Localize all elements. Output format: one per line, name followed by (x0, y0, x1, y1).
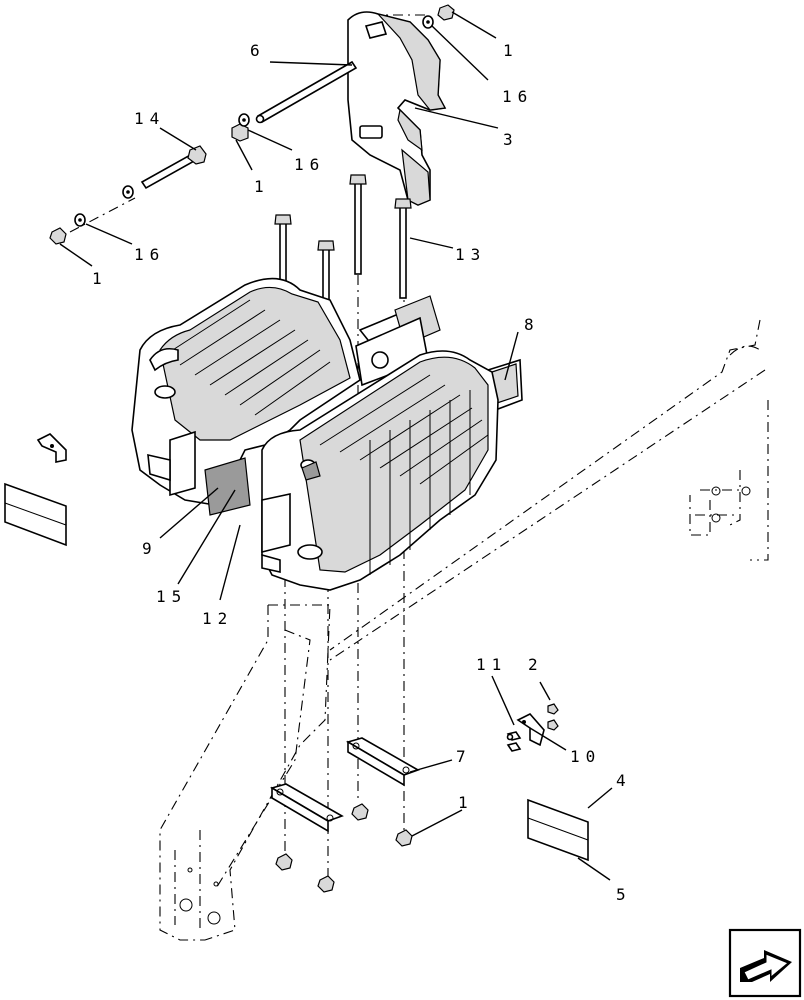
callout-1: 1 (92, 269, 108, 288)
callout-2: 2 (528, 655, 544, 674)
bottom-nuts (275, 803, 413, 893)
plates-7 (269, 737, 420, 833)
callout-5: 5 (616, 885, 632, 904)
callout-1: 1 (458, 793, 474, 812)
callout-1: 1 (254, 177, 270, 196)
decal-left (4, 482, 67, 547)
left-weight-stack (131, 277, 361, 516)
callout-3: 3 (503, 130, 519, 149)
decals-4-5 (527, 798, 589, 862)
callout-8: 8 (524, 315, 540, 334)
callout-16: 16 (134, 245, 165, 264)
callout-7: 7 (456, 747, 472, 766)
bolt-14 (49, 145, 207, 245)
callout-4: 4 (616, 771, 632, 790)
bracket-kit-10 (506, 703, 559, 752)
leader-lines (59, 11, 613, 881)
right-weight-stack (261, 350, 499, 591)
top-hardware (231, 4, 455, 142)
callout-14: 14 (134, 109, 165, 128)
callout-12: 12 (202, 609, 233, 628)
callout-13: 13 (455, 245, 486, 264)
rod-6 (255, 60, 358, 124)
small-bracket-left (36, 433, 67, 463)
weight-hanger-bracket (347, 11, 447, 206)
next-page-arrow-icon[interactable] (728, 928, 802, 998)
callout-16: 16 (502, 87, 533, 106)
callout-6: 6 (250, 41, 266, 60)
callout-15: 15 (156, 587, 187, 606)
tractor-frame-phantom (159, 319, 769, 941)
callout-16: 16 (294, 155, 325, 174)
callout-11: 11 (476, 655, 507, 674)
callout-labels: 1 16 6 3 14 16 1 16 1 13 8 9 15 12 11 2 … (92, 41, 632, 904)
callout-1: 1 (503, 41, 519, 60)
callout-9: 9 (142, 539, 158, 558)
cross-tube-8 (355, 295, 523, 414)
callout-10: 10 (570, 747, 601, 766)
